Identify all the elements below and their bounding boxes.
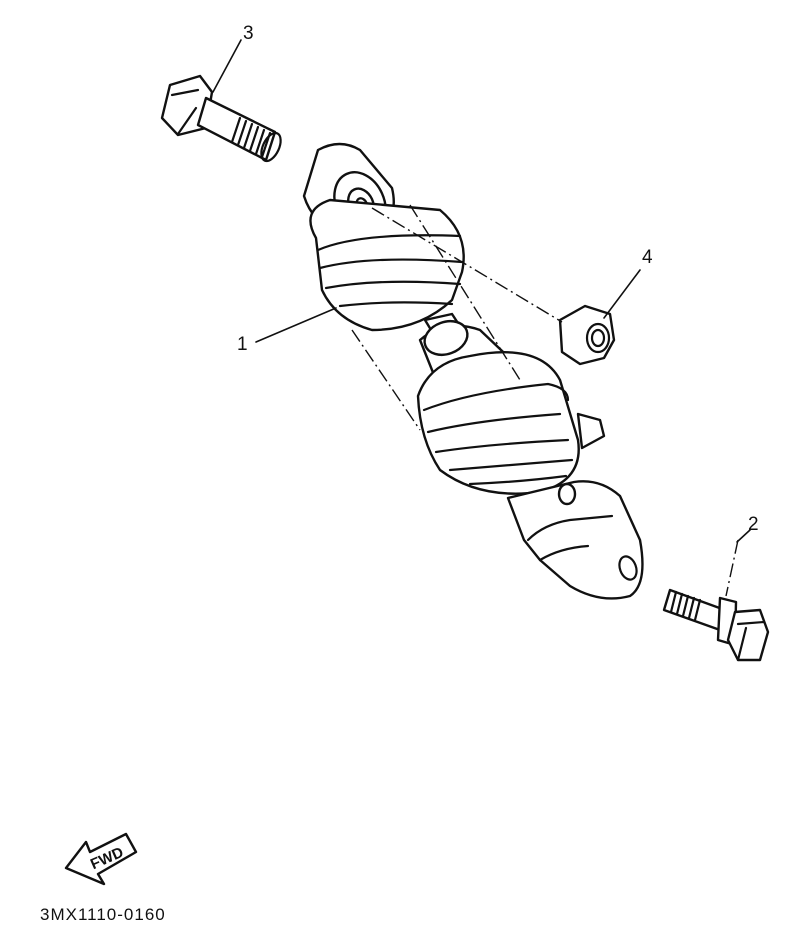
nut[interactable]: [558, 304, 616, 366]
shock-absorber[interactable]: [302, 142, 644, 600]
callout-4: 4: [642, 247, 653, 268]
callout-1: 1: [237, 334, 248, 355]
callout-2: 2: [748, 514, 759, 535]
callout-3: 3: [243, 23, 254, 44]
bolt-lower[interactable]: [662, 588, 770, 662]
diagram-code: 3MX1110-0160: [40, 905, 166, 924]
forward-arrow-icon: FWD: [64, 832, 138, 886]
bolt-upper[interactable]: [160, 74, 285, 164]
